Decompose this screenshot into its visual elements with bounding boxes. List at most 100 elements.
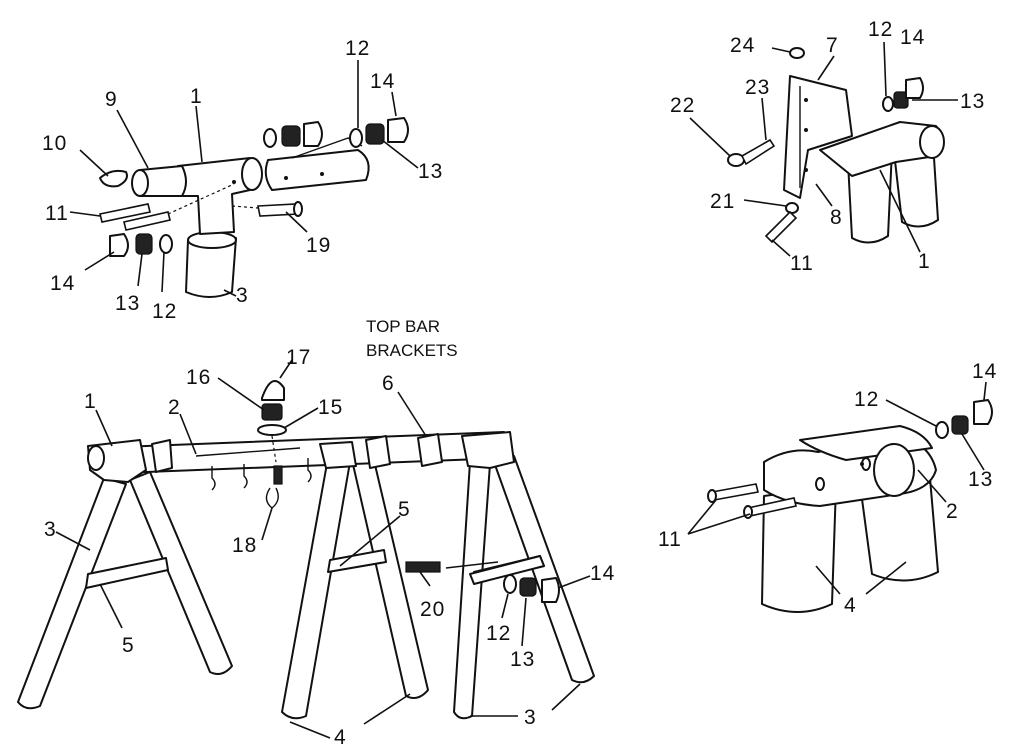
- label-12-br: 12: [854, 388, 879, 411]
- washer-15: [257, 424, 287, 436]
- washer-12-tr: [882, 96, 894, 112]
- leader-8: [815, 183, 833, 207]
- view-bottom-right: 14 12 13 2 11 4: [658, 360, 996, 617]
- label-24: 24: [730, 34, 755, 57]
- label-12-tr: 12: [868, 18, 893, 41]
- leader-17: [279, 359, 293, 379]
- label-10: 10: [42, 132, 67, 155]
- view-main-frame: 17 16 15 1 2 6 3 5 18 5 20 14 12 13 4 3: [17, 346, 615, 749]
- leader-12-br: [885, 399, 937, 427]
- label-13: 13: [418, 160, 443, 183]
- leader-9: [116, 109, 149, 169]
- bolt-11-br-a-head: [707, 489, 717, 503]
- label-12: 12: [345, 37, 370, 60]
- leader-5-mid: [339, 515, 401, 567]
- plate-7: [783, 75, 853, 199]
- washer-12-c: [159, 234, 173, 254]
- leg-4-a: [761, 485, 837, 613]
- hanger-bracket-a: [151, 439, 173, 473]
- center-bracket-2: [195, 447, 301, 457]
- leader-4-main-b: [363, 693, 411, 725]
- leader-12c: [161, 251, 165, 293]
- label-7: 7: [826, 34, 839, 57]
- leader-24: [771, 47, 791, 53]
- cap-nut-14-a: [303, 121, 323, 147]
- label-6: 6: [382, 372, 395, 395]
- label-17: 17: [286, 346, 311, 369]
- leader-11a: [69, 211, 101, 217]
- label-4-br: 4: [844, 594, 857, 617]
- bolt-19: [257, 203, 299, 217]
- hook-18-eye: [265, 487, 279, 509]
- leader-5-left: [99, 583, 123, 629]
- leader-13b: [381, 139, 419, 169]
- bolt-19-head: [293, 201, 303, 217]
- bracket-1-end: [241, 157, 263, 191]
- bolt-11-b: [123, 211, 171, 231]
- hook-a: [211, 466, 216, 491]
- leader-11-br-a: [687, 499, 717, 535]
- label-5-left: 5: [122, 634, 135, 657]
- leader-1-tr: [879, 169, 921, 253]
- leader-4-br-a: [815, 565, 841, 595]
- label-1: 1: [190, 85, 203, 108]
- lock-nut-13-main: [519, 577, 537, 597]
- leader-6: [397, 391, 427, 437]
- leader-14-br: [983, 381, 987, 401]
- leader-1-main: [95, 409, 113, 447]
- label-18: 18: [232, 534, 257, 557]
- lock-nut-13-br: [951, 415, 969, 435]
- cap-nut-14-c: [109, 233, 129, 257]
- label-15: 15: [318, 396, 343, 419]
- label-11: 11: [45, 202, 69, 225]
- top-bar-plate: [264, 149, 370, 191]
- label-5-mid: 5: [398, 498, 411, 521]
- cap-17: [261, 379, 285, 401]
- leader-3a: [223, 289, 237, 297]
- leader-10: [79, 149, 109, 177]
- caption-line-2: BRACKETS: [366, 341, 458, 360]
- view-top-left: 12 14 9 1 10 13 11 19 14 13 12 3: [42, 37, 443, 323]
- bracket-1-tr-end: [919, 125, 945, 159]
- bolt-20-path: [445, 561, 499, 569]
- label-9: 9: [105, 88, 118, 111]
- leader-22: [689, 117, 731, 157]
- leader-13c: [137, 253, 143, 287]
- left-leg-3: [17, 477, 127, 710]
- screw-11-tr: [764, 210, 798, 244]
- label-14-main: 14: [590, 562, 615, 585]
- leader-11-br-b: [687, 513, 751, 535]
- hook-bolt-18: [273, 465, 283, 485]
- plate-7-hole-b: [804, 128, 808, 132]
- pipe-3-top: [187, 231, 237, 249]
- pipe-9-end: [131, 169, 149, 197]
- label-3: 3: [236, 284, 249, 307]
- view-top-right: 24 7 12 14 22 23 13 21 8 11 1: [670, 18, 985, 275]
- cap-nut-14-tr: [905, 77, 924, 99]
- label-3-right: 3: [524, 706, 537, 729]
- lock-nut-13-tr: [893, 91, 909, 109]
- leg-4-b: [859, 477, 939, 582]
- washer-12-br: [935, 421, 949, 439]
- bracket-2-dot: [860, 462, 864, 466]
- label-13-br: 13: [968, 468, 993, 491]
- leader-14b: [391, 91, 397, 117]
- label-13-main: 13: [510, 648, 535, 671]
- caption-top-bar-brackets: TOP BAR BRACKETS: [366, 317, 458, 360]
- label-14: 14: [370, 70, 395, 93]
- washer-12-main: [503, 574, 517, 594]
- label-1-tr: 1: [918, 250, 931, 273]
- label-11-tr: 11: [790, 252, 814, 275]
- plate-7-hole-a: [804, 98, 808, 102]
- lock-nut-13-a: [281, 125, 301, 147]
- left-brace-5: [85, 557, 169, 589]
- lock-nut-13-c: [135, 233, 153, 255]
- right-end-bracket: [461, 431, 515, 469]
- leg-1-b: [893, 151, 939, 228]
- hook-c: [307, 458, 312, 483]
- label-3-main: 3: [44, 518, 57, 541]
- cap-nut-14-b: [387, 117, 409, 143]
- label-13-tr: 13: [960, 90, 985, 113]
